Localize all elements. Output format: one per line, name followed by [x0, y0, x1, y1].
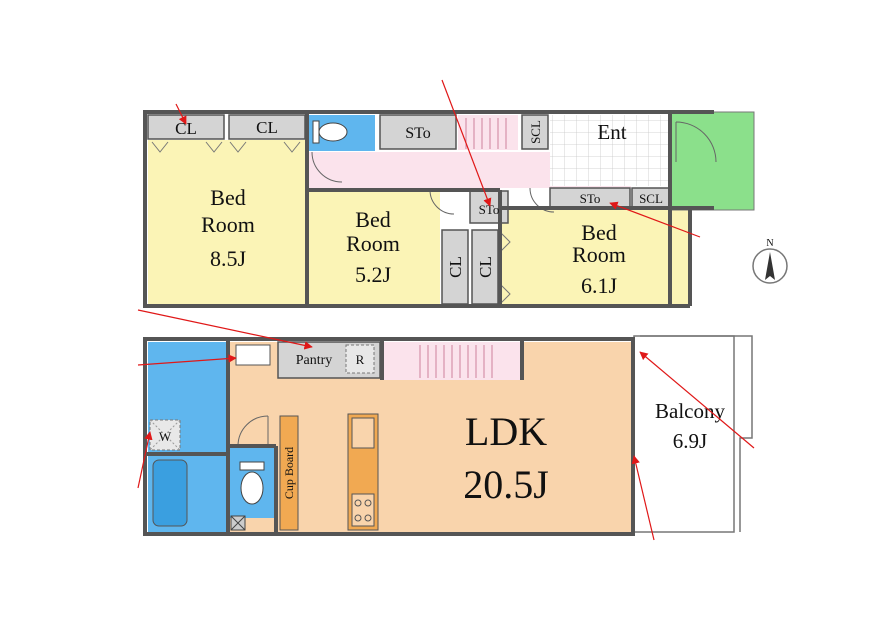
sto-top-box — [379, 114, 457, 150]
bedroom-c-floor — [500, 208, 690, 304]
cupboard-box — [279, 415, 299, 531]
bedroom-a-size: 8.5J — [210, 246, 247, 271]
washer-label: W — [159, 429, 172, 444]
burner-2 — [364, 499, 372, 507]
bedroom-a-line1: Bed — [210, 185, 245, 210]
washer-cross — [149, 419, 181, 451]
stair-upper-treads — [465, 118, 507, 149]
toilet-lower-tank — [239, 461, 265, 471]
arrow-3 — [609, 201, 701, 238]
scl-top-box — [521, 114, 549, 150]
toilet-upper-tank — [312, 120, 320, 144]
door-arcs-lower — [237, 415, 269, 447]
sink-box — [235, 344, 271, 366]
arrow-5 — [137, 354, 237, 366]
bedroom-b-line1: Bed — [355, 207, 390, 232]
porch — [669, 111, 755, 211]
bedroom-a-line2: Room — [201, 212, 255, 237]
arrow-6 — [137, 431, 153, 489]
bedroom-b-floor — [309, 192, 440, 304]
burner-4 — [364, 514, 372, 522]
meter-box-cross — [230, 515, 246, 531]
arrow-2 — [441, 79, 492, 207]
annotation-arrows — [137, 79, 755, 541]
lower-floor — [143, 335, 753, 536]
cupboard-label: Cup Board — [282, 447, 296, 499]
bedroom-c-line2: Room — [572, 242, 626, 267]
scl-top-label: SCL — [528, 120, 543, 144]
fridge-box — [345, 344, 375, 374]
sto-top-label: STo — [405, 125, 431, 142]
cl-mid-2-box — [471, 229, 499, 305]
ldk-name: LDK — [465, 409, 547, 454]
toilet-upper-bowl — [318, 122, 348, 142]
fridge-label: R — [356, 352, 365, 367]
scl-right-label: SCL — [639, 191, 663, 206]
bedroom-b-size: 5.2J — [355, 262, 392, 287]
bedroom-a-floor — [148, 140, 306, 304]
cl-mid-1-label: CL — [446, 256, 465, 278]
cl-top-right-label: CL — [256, 118, 278, 137]
bedroom-c-size: 6.1J — [581, 273, 618, 298]
burner-1 — [354, 499, 362, 507]
bedroom-c-line1: Bed — [581, 220, 616, 245]
arrow-4 — [137, 309, 313, 350]
cooktop — [351, 493, 375, 527]
bedroom-b-line2: Room — [346, 231, 400, 256]
ldk-size: 20.5J — [463, 462, 549, 507]
pantry-label: Pantry — [296, 353, 333, 368]
compass-label: N — [766, 238, 773, 249]
burner-3 — [354, 514, 362, 522]
door-arcs-upper — [311, 151, 555, 215]
upper-walls — [143, 110, 714, 308]
arrow-1 — [175, 103, 187, 125]
bathtub — [152, 459, 188, 527]
toilet-lower-bowl — [240, 471, 264, 505]
compass: N — [752, 238, 788, 284]
balcony-name: Balcony — [655, 399, 725, 423]
upper-floor — [143, 110, 755, 308]
north-arrow-icon — [765, 252, 775, 280]
entrance-label: Ent — [597, 120, 626, 144]
closet-door-marks — [151, 141, 511, 305]
arrow-8 — [631, 455, 655, 541]
stair-upper — [458, 115, 518, 150]
sto-right-label: STo — [580, 191, 601, 206]
cl-mid-1-box — [441, 229, 469, 305]
cl-top-left-label: CL — [175, 119, 197, 138]
cl-mid-2-label: CL — [476, 256, 495, 278]
kitchen-sink — [351, 417, 375, 449]
entrance-floor — [550, 115, 668, 186]
stair-lower-treads — [419, 345, 493, 378]
arrow-7 — [639, 351, 755, 449]
balcony-size: 6.9J — [673, 429, 707, 453]
balcony-rail — [640, 335, 753, 532]
cl-top-right-box — [228, 114, 306, 140]
